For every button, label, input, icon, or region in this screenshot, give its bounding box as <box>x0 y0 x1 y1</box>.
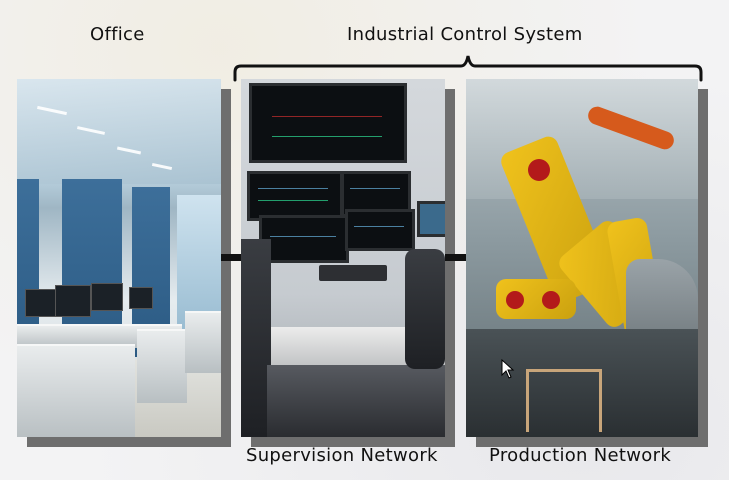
office-label: Office <box>90 24 145 45</box>
supervision-label: Supervision Network <box>246 445 438 466</box>
supervision-production-link <box>445 254 466 261</box>
supervision-photo <box>241 79 445 437</box>
office-photo <box>17 79 221 437</box>
office-supervision-link <box>221 254 241 261</box>
cursor-icon <box>501 359 515 379</box>
production-label: Production Network <box>489 445 672 466</box>
production-photo <box>466 79 698 437</box>
ics-bracket <box>233 55 703 82</box>
ics-label: Industrial Control System <box>347 24 583 45</box>
